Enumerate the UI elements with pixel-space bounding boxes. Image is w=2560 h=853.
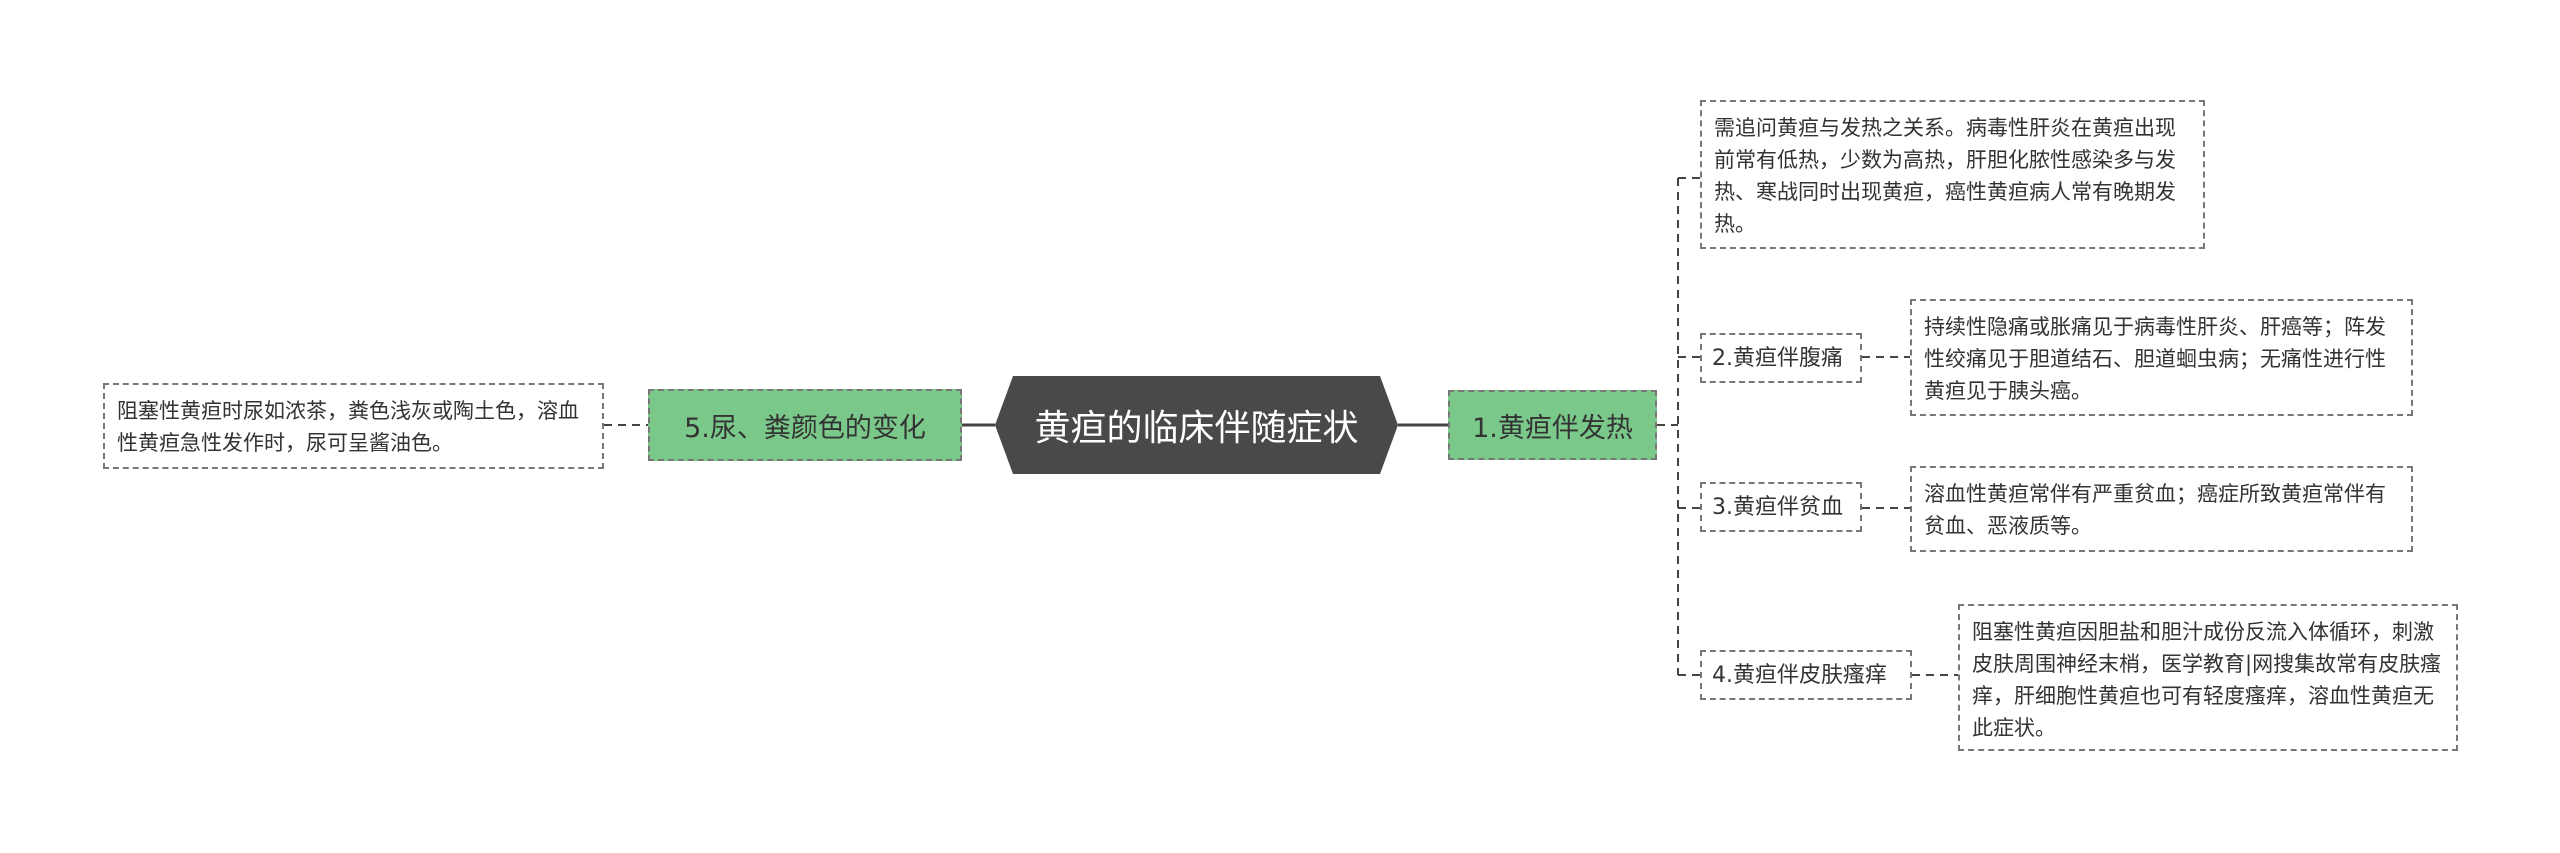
- child-abdominal-pain[interactable]: 2.黄疸伴腹痛: [1700, 333, 1862, 383]
- abdominal-pain-note: 持续性隐痛或胀痛见于病毒性肝炎、肝癌等；阵发性绞痛见于胆道结石、胆道蛔虫病；无痛…: [1910, 299, 2413, 416]
- anemia-note: 溶血性黄疸常伴有严重贫血；癌症所致黄疸常伴有贫血、恶液质等。: [1910, 466, 2413, 552]
- child-itching[interactable]: 4.黄疸伴皮肤瘙痒: [1700, 650, 1912, 700]
- itching-note-text: 阻塞性黄疸因胆盐和胆汁成份反流入体循环，刺激皮肤周围神经末梢，医学教育|网搜集故…: [1972, 620, 2442, 740]
- fever-note: 需追问黄疸与发热之关系。病毒性肝炎在黄疸出现前常有低热，少数为高热，肝胆化脓性感…: [1700, 100, 2205, 249]
- itching-note: 阻塞性黄疸因胆盐和胆汁成份反流入体循环，刺激皮肤周围神经末梢，医学教育|网搜集故…: [1958, 604, 2458, 751]
- anemia-note-text: 溶血性黄疸常伴有严重贫血；癌症所致黄疸常伴有贫血、恶液质等。: [1924, 482, 2386, 538]
- child-anemia-label: 3.黄疸伴贫血: [1712, 495, 1843, 520]
- left-note-text: 阻塞性黄疸时尿如浓茶，粪色浅灰或陶土色，溶血性黄疸急性发作时，尿可呈酱油色。: [117, 399, 579, 455]
- root-shape: [995, 376, 1398, 474]
- root-node[interactable]: 黄疸的临床伴随症状: [995, 376, 1398, 474]
- left-branch-label: 5.尿、粪颜色的变化: [684, 412, 926, 444]
- root-label: 黄疸的临床伴随症状: [1034, 408, 1359, 449]
- right-branch-label: 1.黄疸伴发热: [1472, 412, 1633, 444]
- child-anemia[interactable]: 3.黄疸伴贫血: [1700, 482, 1862, 532]
- fever-note-text: 需追问黄疸与发热之关系。病毒性肝炎在黄疸出现前常有低热，少数为高热，肝胆化脓性感…: [1714, 116, 2176, 236]
- abdominal-pain-note-text: 持续性隐痛或胀痛见于病毒性肝炎、肝癌等；阵发性绞痛见于胆道结石、胆道蛔虫病；无痛…: [1924, 315, 2386, 403]
- left-branch-node[interactable]: 5.尿、粪颜色的变化: [648, 389, 962, 461]
- child-abdominal-pain-label: 2.黄疸伴腹痛: [1712, 346, 1843, 371]
- right-branch-node[interactable]: 1.黄疸伴发热: [1448, 390, 1657, 460]
- child-itching-label: 4.黄疸伴皮肤瘙痒: [1712, 663, 1887, 688]
- left-note: 阻塞性黄疸时尿如浓茶，粪色浅灰或陶土色，溶血性黄疸急性发作时，尿可呈酱油色。: [103, 383, 604, 469]
